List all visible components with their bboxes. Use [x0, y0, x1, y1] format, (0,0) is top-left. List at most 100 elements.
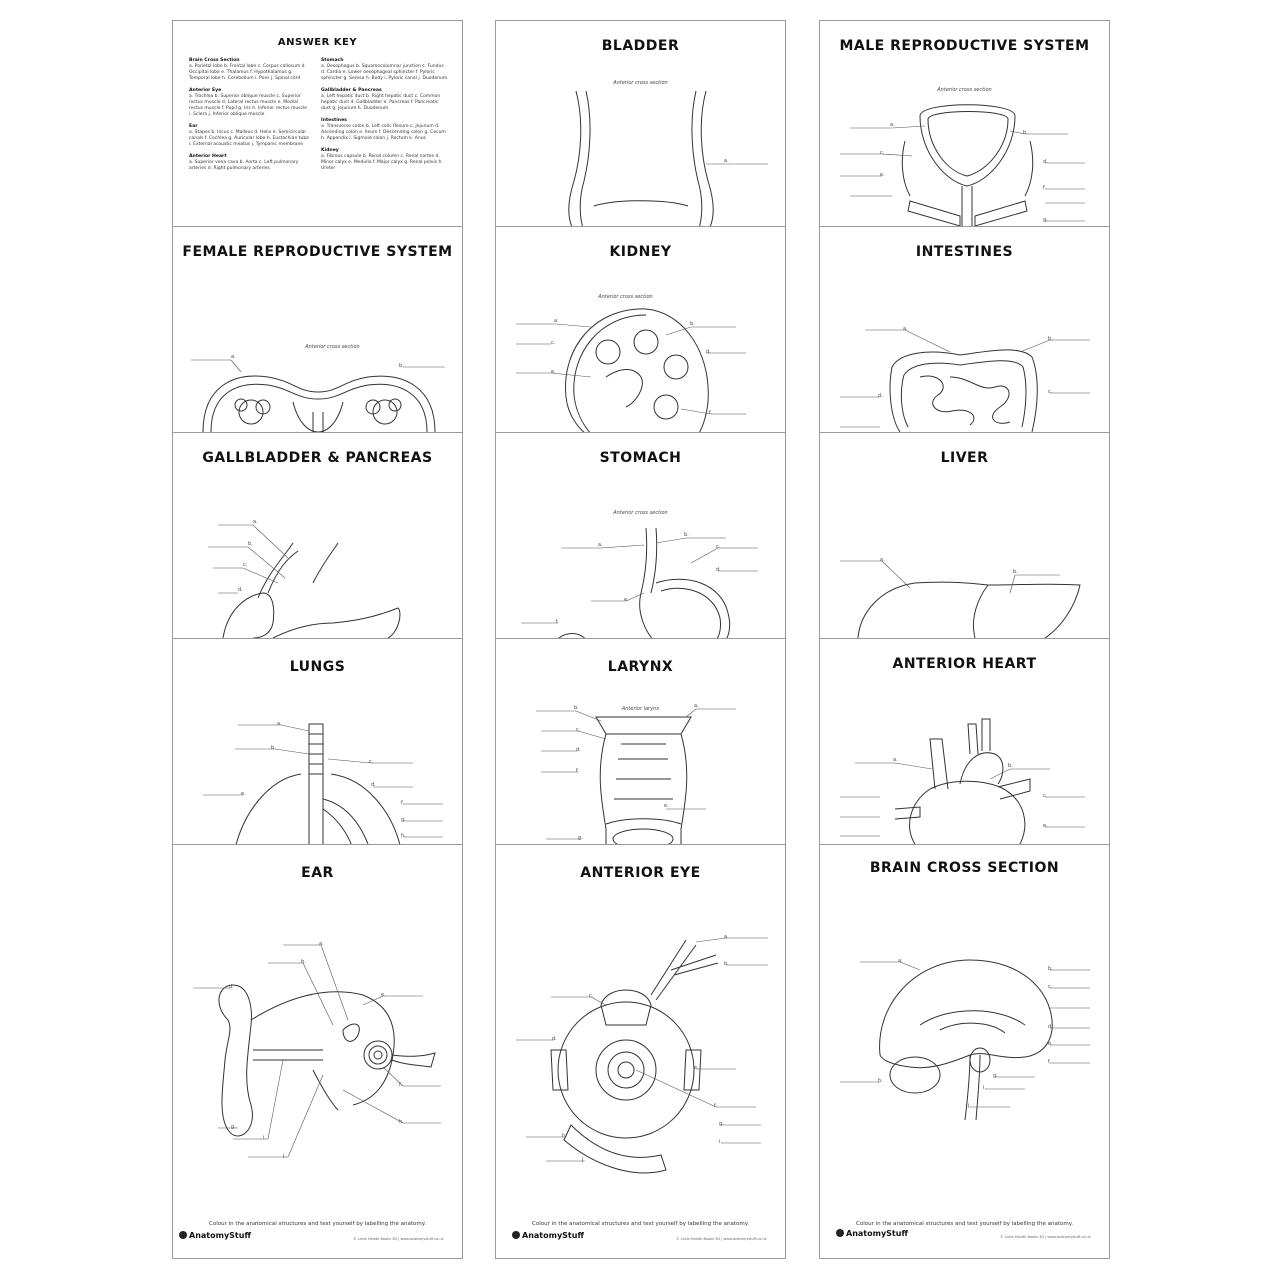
label-d: d.	[229, 984, 234, 990]
liver-illustration: a. b.	[840, 557, 1081, 639]
label-c: c.	[551, 340, 556, 346]
sheet-title: LIVER	[940, 450, 989, 466]
label-b: b.	[1013, 569, 1018, 575]
eye-illustration: a. b. c. d. e. f. g. i. h. j.	[516, 934, 768, 1174]
label-a: a.	[898, 958, 903, 964]
label-f: f.	[1043, 185, 1046, 191]
label-c: c.	[1048, 389, 1053, 395]
sheet-title: EAR	[301, 865, 334, 881]
sheet-intestines: INTESTINES a. b. c. d.	[819, 226, 1110, 436]
sheet-title: BLADDER	[601, 38, 680, 54]
label-c: c.	[1048, 984, 1053, 990]
sheet-gallbladder-pancreas: GALLBLADDER & PANCREAS a. b. c. d.	[172, 432, 463, 642]
label-d: d.	[371, 782, 376, 788]
label-a: a.	[253, 519, 258, 525]
label-c: c.	[243, 562, 248, 568]
label-b: b.	[684, 532, 689, 538]
label-d: d.	[878, 393, 883, 399]
sheet-liver: LIVER a. b.	[819, 432, 1110, 642]
label-b: b.	[1048, 966, 1053, 972]
footer-instruction: Colour in the anatomical structures and …	[532, 1221, 749, 1227]
label-d: d.	[1048, 1024, 1053, 1030]
label-c: c.	[880, 150, 885, 156]
label-g: g.	[578, 835, 583, 841]
label-a: a.	[890, 122, 895, 128]
label-d: d.	[716, 567, 721, 573]
label-e: e.	[664, 803, 669, 809]
label-d: d.	[552, 1036, 557, 1042]
label-f: f.	[556, 619, 559, 625]
label-a: a.	[724, 934, 729, 940]
label-d: d.	[576, 747, 581, 753]
label-f: f.	[1048, 1059, 1051, 1065]
anatomystuff-logo: AnatomyStuff	[179, 1231, 251, 1240]
sheet-title: MALE REPRODUCTIVE SYSTEM	[839, 38, 1090, 54]
label-b: b.	[301, 959, 306, 965]
sheet-kidney: KIDNEY Anterior cross section a. b. c. d…	[495, 226, 786, 436]
sheet-title: FEMALE REPRODUCTIVE SYSTEM	[182, 244, 453, 260]
label-c: c.	[716, 544, 721, 550]
label-e: e.	[1043, 823, 1048, 829]
label-i: i.	[983, 1085, 986, 1091]
label-a: a.	[598, 542, 603, 548]
label-c: c.	[1043, 793, 1048, 799]
label-c: c.	[369, 759, 374, 765]
sheet-title: KIDNEY	[609, 244, 672, 260]
label-j: j.	[282, 1153, 286, 1159]
caption: Anterior cross section	[613, 510, 668, 516]
label-f: f.	[714, 1103, 717, 1109]
sheet-ear: EAR a. b. d. e. f. h. g. i. j	[172, 844, 463, 1259]
label-h: h.	[401, 833, 406, 839]
male-reproductive-illustration: a. b. c. d. e. f. g.	[840, 104, 1085, 229]
label-i: i.	[263, 1135, 266, 1141]
label-f: f.	[399, 1082, 402, 1088]
brain-illustration: a. b. c. d. e. f. g. h. i. j.	[840, 958, 1090, 1121]
label-e: e.	[880, 172, 885, 178]
gallbladder-illustration: a. b. c. d.	[208, 519, 401, 639]
label-f: f.	[709, 410, 712, 416]
lungs-illustration: a. b. c. d. e. f. g. h.	[203, 721, 443, 847]
label-b: b.	[1008, 763, 1013, 769]
anatomystuff-logo: AnatomyStuff	[512, 1231, 584, 1240]
copyright: © Lanis Health Books 3D | www.anatomystu…	[353, 1237, 444, 1241]
label-b: b.	[574, 705, 579, 711]
label-g: g.	[719, 1121, 724, 1127]
label-i: i.	[719, 1139, 722, 1145]
sheet-bladder: BLADDER Anterior cross section a.	[495, 20, 786, 230]
label-g: g.	[401, 817, 406, 823]
label-b: b.	[1023, 130, 1028, 136]
label-d: d.	[238, 587, 243, 593]
bladder-illustration: a.	[568, 90, 768, 229]
heart-illustration: a. b. c. e.	[840, 718, 1085, 845]
sheet-title: INTESTINES	[915, 244, 1014, 260]
larynx-illustration: b. a. c. d. f. e. g.	[536, 703, 736, 847]
label-e: e.	[694, 1065, 699, 1071]
label-b: b.	[690, 321, 695, 327]
label-a: a.	[277, 721, 282, 727]
label-f: f.	[401, 800, 404, 806]
sheet-title: STOMACH	[599, 450, 682, 466]
sheet-title: ANTERIOR HEART	[892, 656, 1037, 672]
intestines-illustration: a. b. c. d.	[840, 326, 1090, 433]
sheet-title: LARYNX	[607, 659, 674, 675]
label-e: e.	[624, 597, 629, 603]
ear-illustration: a. b. d. e. f. h. g. i. j.	[193, 941, 441, 1159]
label-d: d.	[1043, 159, 1048, 165]
logo-mark-icon	[512, 1231, 520, 1239]
caption: Anterior cross section	[937, 87, 992, 93]
female-reproductive-illustration: a. b.	[191, 354, 445, 433]
sheet-larynx: LARYNX Anterior larynx b. a. c. d. f. e.…	[495, 638, 786, 848]
label-a: a.	[903, 326, 908, 332]
sheet-anterior-eye: ANTERIOR EYE a. b. c. d. e.	[495, 844, 786, 1259]
label-a: a.	[694, 703, 699, 709]
label-c: c.	[576, 727, 581, 733]
label-g: g.	[993, 1073, 998, 1079]
